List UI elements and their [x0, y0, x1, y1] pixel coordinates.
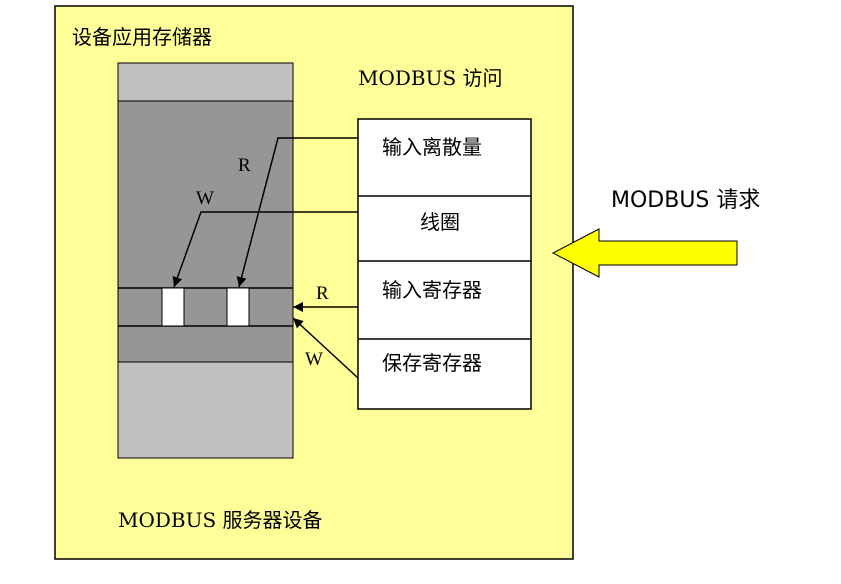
access-table — [357, 118, 532, 410]
modbus-request-arrow — [551, 228, 738, 278]
modbus-access-label: MODBUS 访问 — [358, 66, 503, 90]
arrow-write-holding-registers — [292, 317, 359, 379]
arrow-label-read-registers: R — [316, 283, 329, 304]
table-row-input-registers: 输入寄存器 — [382, 278, 482, 302]
device-memory-label: 设备应用存储器 — [72, 25, 212, 49]
memory-cell-left — [161, 287, 185, 327]
arrow-label-read-discrete: R — [238, 155, 251, 176]
arrow-write-coils — [172, 211, 358, 288]
memory-top-segment — [117, 62, 294, 102]
table-row-discrete-inputs: 输入离散量 — [382, 135, 482, 159]
modbus-request-label: MODBUS 请求 — [611, 188, 761, 213]
arrow-label-write-coils: W — [196, 188, 214, 209]
arrow-label-write-registers: W — [305, 349, 323, 370]
memory-cell-right — [226, 287, 250, 327]
memory-middle-segment — [117, 100, 294, 363]
memory-bottom-segment — [117, 361, 294, 459]
table-row-coils: 线圈 — [420, 210, 460, 234]
server-device-label: MODBUS 服务器设备 — [118, 508, 323, 532]
table-row-holding-registers: 保存寄存器 — [382, 351, 482, 375]
arrow-read-discrete-inputs — [236, 137, 358, 288]
